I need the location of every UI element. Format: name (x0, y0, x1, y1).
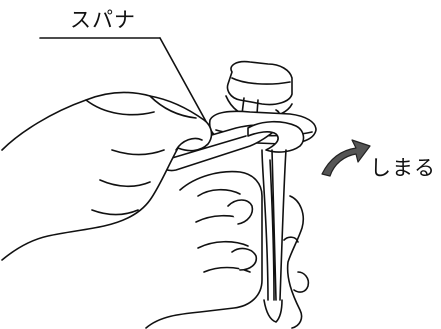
spanner-label: スパナ (70, 4, 136, 34)
valve-stem (262, 150, 286, 322)
curved-arrow-clockwise-icon (322, 140, 370, 176)
tighten-label: しまる (370, 152, 436, 182)
